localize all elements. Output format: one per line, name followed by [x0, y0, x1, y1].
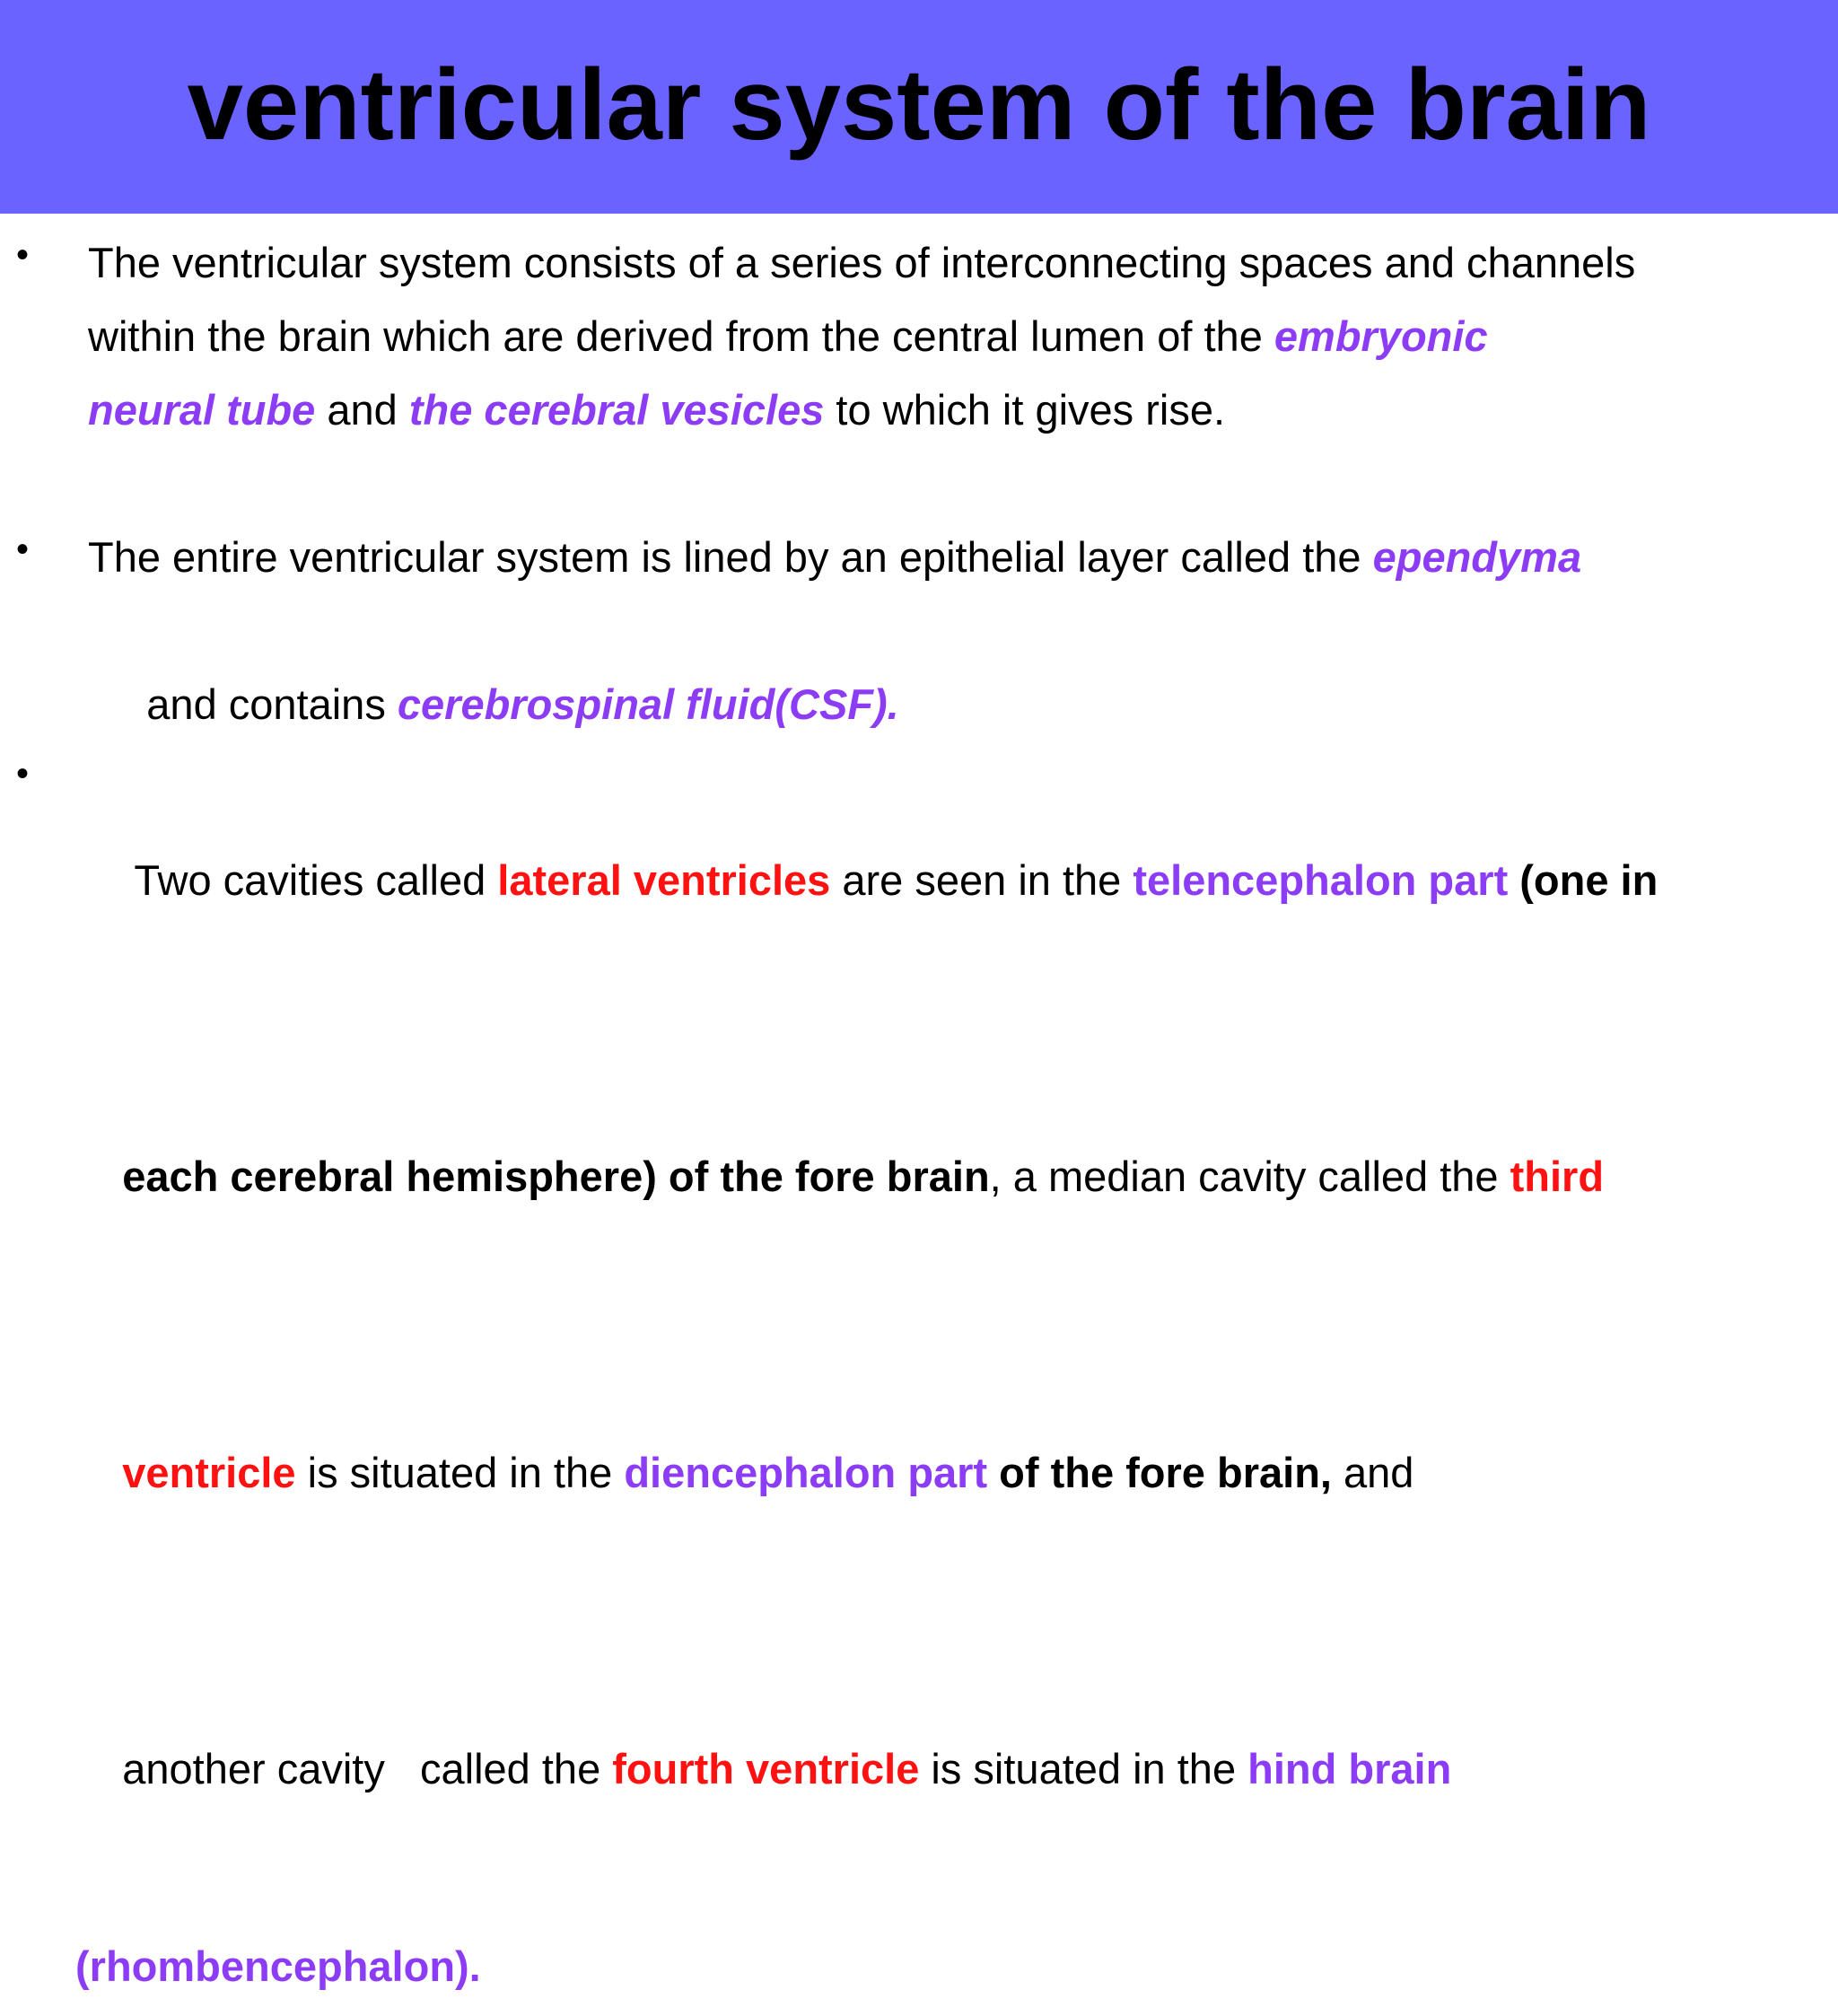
text-run: The ventricular system consists of a ser… [88, 239, 1636, 286]
text-run: and contains [135, 680, 398, 728]
bullet-marker: • [16, 235, 30, 275]
highlight-term: third [1510, 1153, 1605, 1200]
bold-phrase: each cerebral hemisphere) of the fore br… [122, 1153, 990, 1200]
highlight-term: cerebrospinal fluid(CSF). [397, 680, 899, 728]
highlight-term: telencephalon part [1133, 856, 1509, 904]
paragraph-line: The ventricular system consists of a ser… [88, 226, 1811, 300]
highlight-term: lateral ventricles [497, 856, 831, 904]
bullet-marker: • [16, 754, 30, 793]
highlight-term: ependyma [1372, 533, 1582, 581]
bold-phrase: (one in [1519, 856, 1659, 904]
paragraph-line: Two cavities called lateral ventricles a… [75, 732, 1799, 1029]
paragraph-line: ventricle is situated in the diencephalo… [75, 1325, 1799, 1621]
text-run: and [315, 386, 409, 434]
title-bar: ventricular system of the brain [0, 0, 1838, 214]
text-run [1508, 856, 1519, 904]
text-run: is situated in the [295, 1449, 625, 1496]
text-run: are seen in the [830, 856, 1133, 904]
paragraph-line: neural tube and the cerebral vesicles to… [88, 373, 1811, 447]
paragraph-line: within the brain which are derived from … [88, 300, 1811, 373]
text-run: another cavity called the [122, 1745, 613, 1792]
highlight-term: embryonic [1273, 312, 1488, 360]
bullet-paragraph-1: The ventricular system consists of a ser… [88, 226, 1811, 447]
text-run [987, 1449, 999, 1496]
highlight-term: neural tube [88, 386, 316, 434]
paragraph-line: another cavity called the fourth ventric… [75, 1621, 1799, 1917]
highlight-term: (rhombencephalon). [75, 1942, 481, 1990]
highlight-term: the cerebral vesicles [408, 386, 825, 434]
highlight-term: ventricle [122, 1449, 296, 1496]
text-run: within the brain which are derived from … [88, 312, 1274, 360]
text-run: , a median cavity called the [989, 1153, 1510, 1200]
paragraph-line: (rhombencephalon). [75, 1917, 1799, 2016]
text-run: to which it gives rise. [824, 386, 1226, 434]
slide-title: ventricular system of the brain [187, 48, 1651, 161]
bullet-marker: • [16, 530, 30, 569]
paragraph-line: The entire ventricular system is lined b… [88, 521, 1811, 594]
bullet-paragraph-2: The entire ventricular system is lined b… [88, 521, 1811, 815]
text-run: and [1331, 1449, 1414, 1496]
highlight-term: hind brain [1247, 1745, 1452, 1792]
highlight-term: diencephalon part [624, 1449, 988, 1496]
text-run: is situated in the [919, 1745, 1248, 1792]
highlight-term: fourth ventricle [612, 1745, 920, 1792]
bullet-paragraph-3: Two cavities called lateral ventricles a… [75, 732, 1799, 2016]
paragraph-line: and contains cerebrospinal fluid(CSF). [88, 594, 1811, 815]
paragraph-line: each cerebral hemisphere) of the fore br… [75, 1029, 1799, 1325]
text-run: The entire ventricular system is lined b… [88, 533, 1373, 581]
text-run: Two cavities called [134, 856, 498, 904]
bold-phrase: of the fore brain, [999, 1449, 1332, 1496]
